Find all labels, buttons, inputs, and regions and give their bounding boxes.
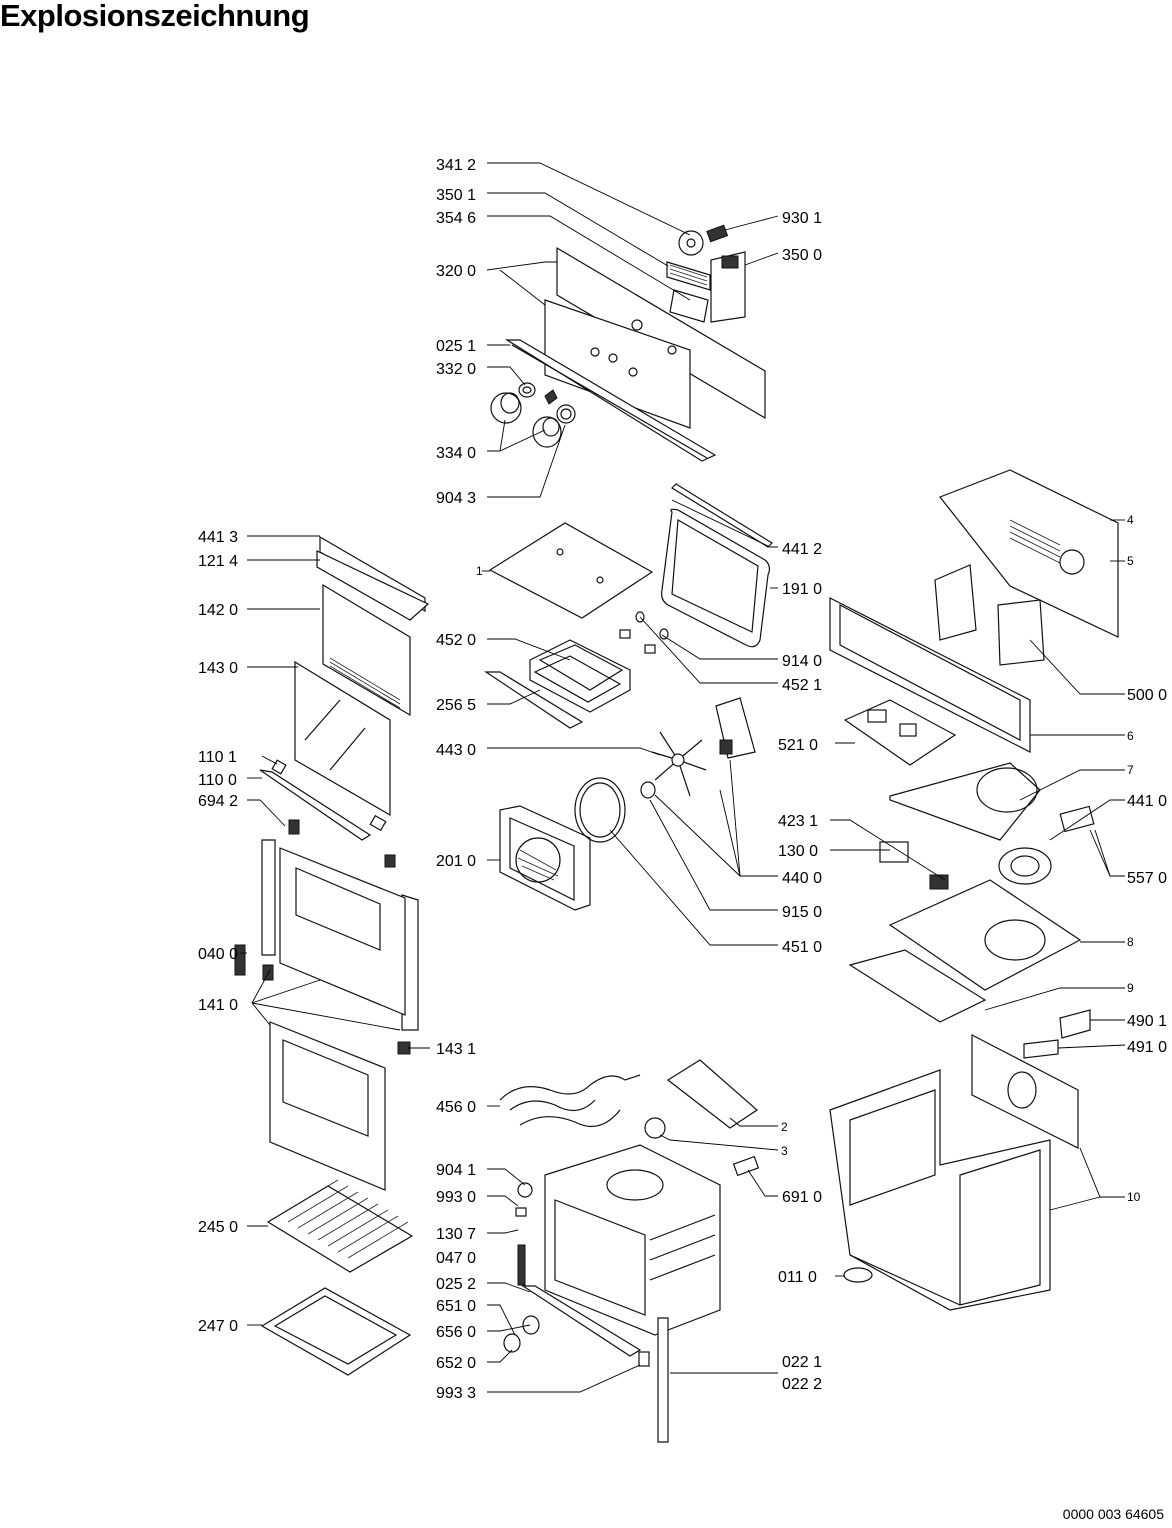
label-694-2: 694 2 — [198, 793, 238, 810]
label-993-3: 993 3 — [436, 1385, 476, 1402]
label-443-0: 443 0 — [436, 742, 476, 759]
label-025-1: 025 1 — [436, 338, 476, 355]
label-7: 7 — [1127, 763, 1134, 777]
label-904-3: 904 3 — [436, 490, 476, 507]
fan-assembly — [499, 697, 756, 911]
label-904-1: 904 1 — [436, 1162, 476, 1179]
control-knobs — [490, 382, 576, 448]
oven-rack-and-tray — [260, 1179, 414, 1376]
label-022-1: 022 1 — [782, 1354, 822, 1371]
leader-lines — [240, 162, 1126, 1393]
document-number: 0000 003 64605 — [1062, 1506, 1164, 1522]
label-341-2: 341 2 — [436, 157, 476, 174]
label-130-0: 130 0 — [778, 843, 818, 860]
label-354-6: 354 6 — [436, 210, 476, 227]
label-1: 1 — [476, 564, 483, 578]
page-title: Explosionszeichnung — [0, 0, 310, 33]
label-10: 10 — [1127, 1190, 1141, 1204]
label-5: 5 — [1127, 554, 1134, 568]
label-441-3: 441 3 — [198, 529, 238, 546]
label-110-1: 110 1 — [198, 749, 237, 766]
label-011-0: 011 0 — [778, 1269, 817, 1286]
rear-housing-electronics — [829, 469, 1119, 766]
label-2: 2 — [781, 1120, 788, 1134]
label-451-0: 451 0 — [782, 939, 822, 956]
label-256-5: 256 5 — [436, 697, 476, 714]
label-500-0: 500 0 — [1127, 687, 1167, 704]
label-441-2: 441 2 — [782, 541, 822, 558]
label-141-0: 141 0 — [198, 997, 238, 1014]
label-490-1: 490 1 — [1127, 1013, 1167, 1030]
label-121-4: 121 4 — [198, 553, 238, 570]
oven-cavity — [499, 1059, 760, 1443]
outer-housing — [829, 1009, 1091, 1311]
label-557-0: 557 0 — [1127, 870, 1167, 887]
label-652-0: 652 0 — [436, 1355, 476, 1372]
oven-door-panels — [234, 535, 430, 1191]
label-130-7: 130 7 — [436, 1226, 476, 1243]
label-452-0: 452 0 — [436, 632, 476, 649]
label-040-0: 040 0 — [198, 946, 238, 963]
label-440-0: 440 0 — [782, 870, 822, 887]
label-423-1: 423 1 — [778, 813, 818, 830]
label-691-0: 691 0 — [782, 1189, 822, 1206]
label-8: 8 — [1127, 935, 1134, 949]
label-930-1: 930 1 — [782, 210, 822, 227]
label-914-0: 914 0 — [782, 653, 822, 670]
label-320-0: 320 0 — [436, 263, 476, 280]
label-441-0: 441 0 — [1127, 793, 1167, 810]
label-332-0: 332 0 — [436, 361, 476, 378]
label-350-1: 350 1 — [436, 187, 476, 204]
control-panel-assembly — [504, 224, 766, 462]
label-521-0: 521 0 — [778, 737, 818, 754]
label-143-1: 143 1 — [436, 1041, 476, 1058]
label-191-0: 191 0 — [782, 581, 822, 598]
label-915-0: 915 0 — [782, 904, 822, 921]
label-110-0: 110 0 — [198, 772, 237, 789]
label-9: 9 — [1127, 981, 1134, 995]
label-452-1: 452 1 — [782, 677, 822, 694]
bottom-heater-plates — [848, 762, 1095, 1023]
label-6: 6 — [1127, 729, 1134, 743]
cavity-top-parts — [484, 483, 773, 729]
label-4: 4 — [1127, 513, 1134, 527]
label-047-0: 047 0 — [436, 1250, 476, 1267]
label-651-0: 651 0 — [436, 1298, 476, 1315]
label-143-0: 143 0 — [198, 660, 238, 677]
label-3: 3 — [781, 1144, 788, 1158]
label-247-0: 247 0 — [198, 1318, 238, 1335]
label-350-0: 350 0 — [782, 247, 822, 264]
label-456-0: 456 0 — [436, 1099, 476, 1116]
label-993-0: 993 0 — [436, 1189, 476, 1206]
label-656-0: 656 0 — [436, 1324, 476, 1341]
part-labels: 341 2 350 1 354 6 930 1 350 0 320 0 025 … — [198, 157, 1167, 1402]
label-022-2: 022 2 — [782, 1376, 822, 1393]
label-491-0: 491 0 — [1127, 1039, 1167, 1056]
label-201-0: 201 0 — [436, 853, 476, 870]
label-334-0: 334 0 — [436, 445, 476, 462]
label-245-0: 245 0 — [198, 1219, 238, 1236]
label-142-0: 142 0 — [198, 602, 238, 619]
label-025-2: 025 2 — [436, 1276, 476, 1293]
